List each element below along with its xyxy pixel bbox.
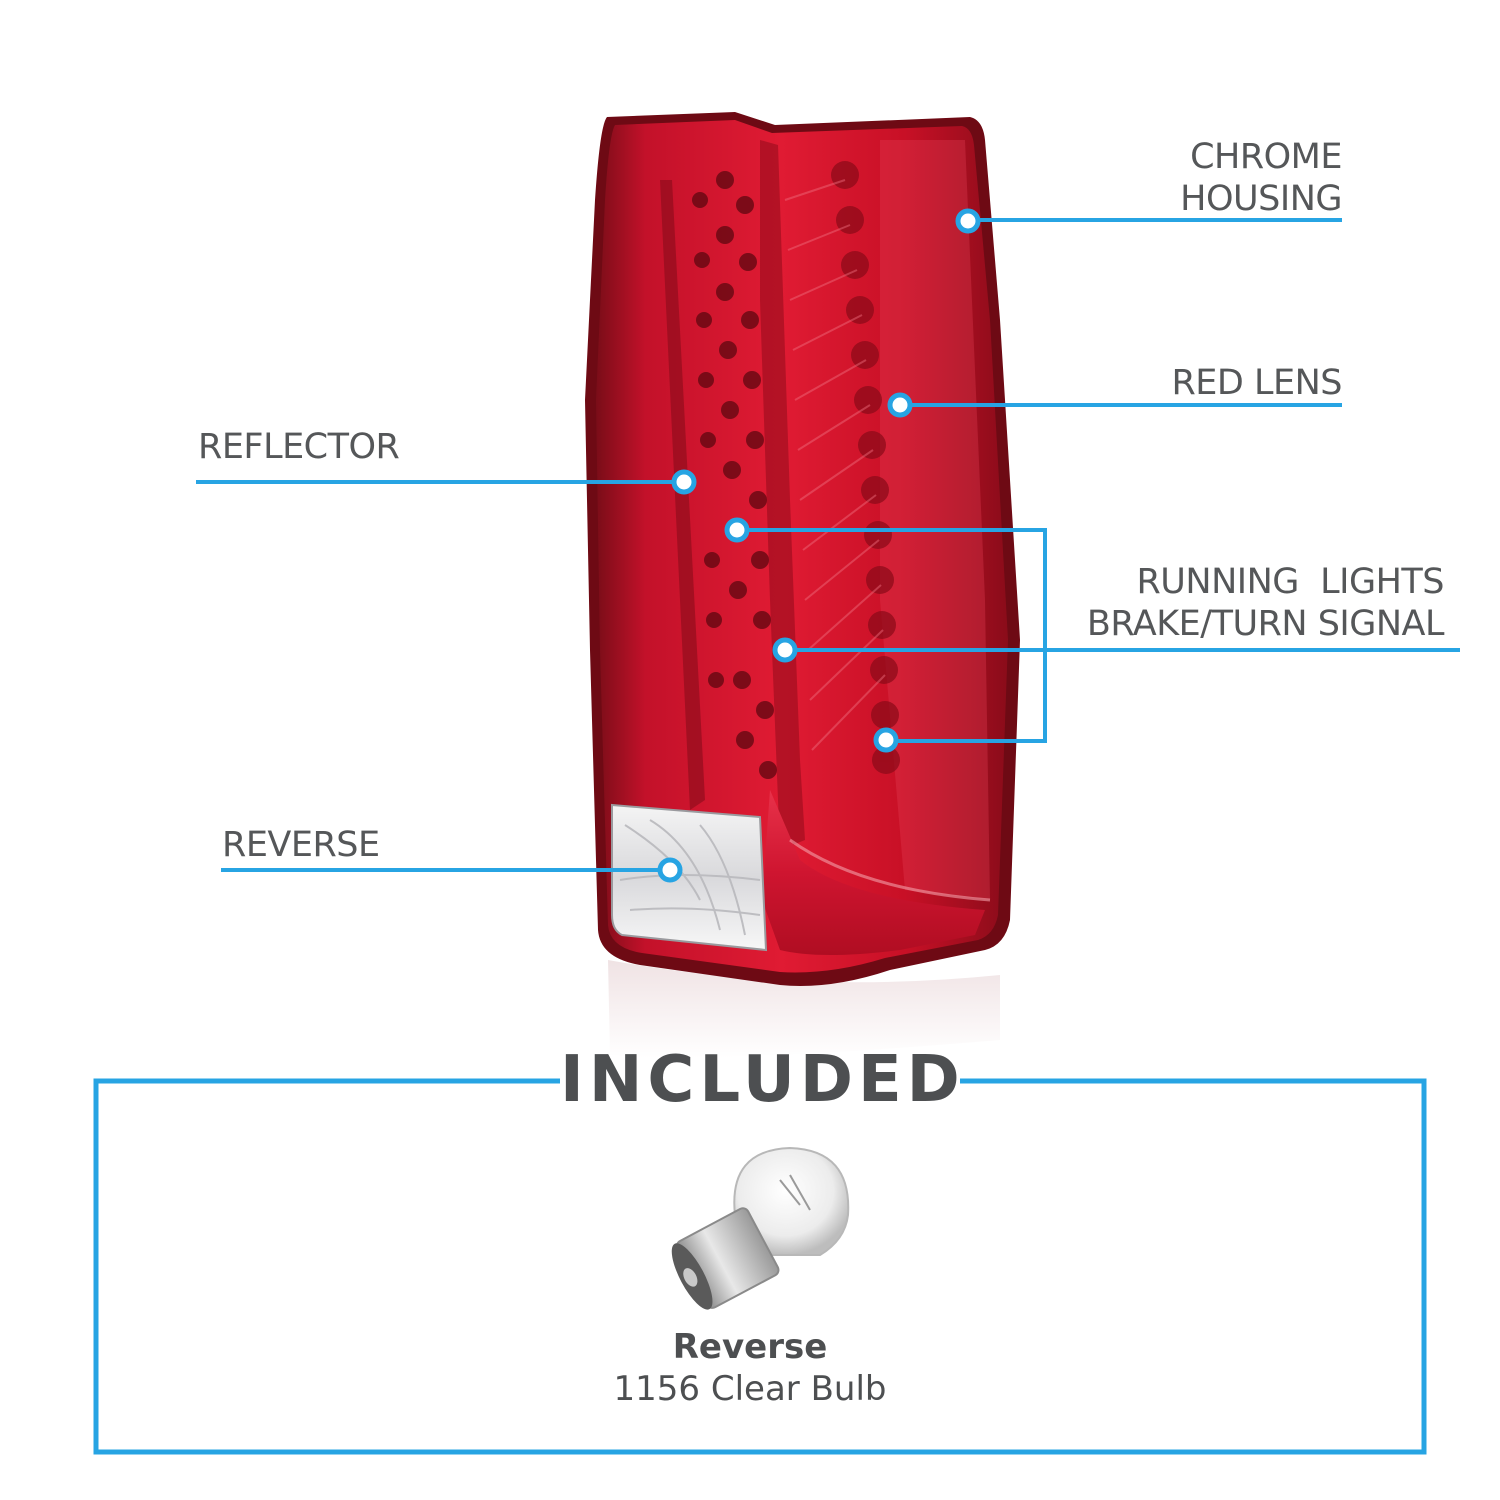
callout-dot-red-lens (887, 392, 913, 418)
callout-dot-reverse (657, 857, 683, 883)
callout-dot-reflector (671, 469, 697, 495)
label-running-lights: RUNNING LIGHTS BRAKE/TURN SIGNAL (1086, 562, 1445, 644)
bulb-description: 1156 Clear Bulb (613, 1369, 887, 1409)
label-red-lens: RED LENS (1171, 363, 1342, 403)
callout-bracket-running-lights (737, 528, 1047, 743)
label-reflector: REFLECTOR (198, 427, 400, 467)
label-chrome-housing: CHROME HOUSING (1180, 137, 1342, 219)
callout-dot-running-lights-2 (772, 637, 798, 663)
included-box-border (93, 1078, 1427, 1455)
callout-dot-chrome-housing (955, 208, 981, 234)
callout-dot-running-lights-3 (873, 727, 899, 753)
bulb-name: Reverse (672, 1327, 828, 1367)
included-title: INCLUDED (560, 1043, 965, 1117)
callout-dot-running-lights-1 (724, 517, 750, 543)
label-reverse: REVERSE (222, 825, 380, 865)
